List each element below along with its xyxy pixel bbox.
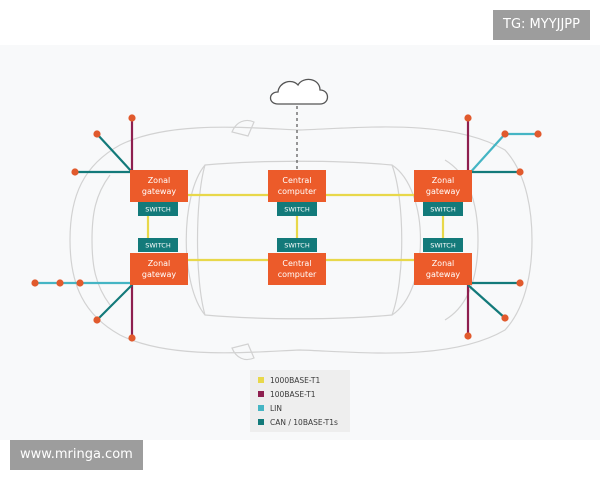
endpoint-dot [501,130,509,138]
wire-lin [467,133,506,176]
switch-top-right: SWITCH [423,202,463,216]
node-central-computer-bottom: Central computer [268,253,326,285]
endpoint-dot [501,314,509,322]
wire-can [467,284,506,319]
switch-label: SWITCH [145,206,171,214]
legend-swatch [258,391,264,397]
endpoint-dot [128,114,136,122]
node-label-line2: computer [278,187,317,196]
endpoint-dot [76,279,84,287]
switch-bottom-left: SWITCH [138,238,178,252]
switch-bottom-center: SWITCH [277,238,317,252]
vehicle-network-diagram: Zonal gateway Central computer Zonal gat… [31,78,542,432]
node-zonal-gateway-front-left: Zonal gateway [130,170,188,202]
node-zonal-gateway-rear-left: Zonal gateway [130,253,188,285]
switch-label: SWITCH [430,242,456,250]
endpoint-dot [93,130,101,138]
legend-label: 100BASE-T1 [270,390,316,399]
legend-swatch [258,405,264,411]
switch-bottom-right: SWITCH [423,238,463,252]
legend-swatch [258,377,264,383]
node-label-line2: computer [278,270,317,279]
endpoint-dot [516,168,524,176]
right-mirror [231,343,255,361]
switch-label: SWITCH [284,242,310,250]
endpoint-dot [464,332,472,340]
node-label-line1: Central [282,259,311,268]
node-zonal-gateway-rear-right: Zonal gateway [414,253,472,285]
wire-can [96,133,133,173]
node-central-computer-top: Central computer [268,170,326,202]
wire-can [96,284,133,321]
endpoint-dot [128,334,136,342]
legend-item-can: CAN / 10BASE-T1s [258,418,338,427]
switch-label: SWITCH [284,206,310,214]
legend-item-100base: 100BASE-T1 [258,390,316,399]
node-label-line2: gateway [142,270,176,279]
legend-label: CAN / 10BASE-T1s [270,418,338,427]
node-label-line2: gateway [142,187,176,196]
cloud-icon [269,78,329,105]
legend-label: LIN [270,404,282,413]
site-watermark: www.mringa.com [10,440,143,470]
car-body-outline [69,126,533,354]
node-label-line1: Zonal [148,176,171,185]
tg-watermark: TG: MYYJJPP [493,10,590,40]
legend-swatch [258,419,264,425]
endpoint-dot [71,168,79,176]
node-label-line1: Zonal [432,176,455,185]
node-label-line1: Zonal [148,259,171,268]
endpoint-dot [534,130,542,138]
switch-top-center: SWITCH [277,202,317,216]
endpoint-dot [516,279,524,287]
endpoint-dot [464,114,472,122]
node-label-line1: Central [282,176,311,185]
legend-item-1000base: 1000BASE-T1 [258,376,320,385]
legend-label: 1000BASE-T1 [270,376,320,385]
switch-label: SWITCH [430,206,456,214]
legend-box [250,370,350,432]
left-endpoints [31,114,136,342]
switch-label: SWITCH [145,242,171,250]
node-label-line2: gateway [426,270,460,279]
legend-item-lin: LIN [258,404,282,413]
node-zonal-gateway-front-right: Zonal gateway [414,170,472,202]
rear-window-line [185,164,206,316]
left-mirror [231,119,255,137]
endpoint-dot [56,279,64,287]
rear-trunk-line [91,174,111,306]
diagram-canvas: Zonal gateway Central computer Zonal gat… [0,45,600,440]
endpoint-dot [31,279,39,287]
front-windshield-line [391,164,422,316]
node-label-line2: gateway [426,187,460,196]
endpoint-dot [93,316,101,324]
switch-top-left: SWITCH [138,202,178,216]
backbone-links [146,193,445,262]
node-label-line1: Zonal [432,259,455,268]
legend: 1000BASE-T1 100BASE-T1 LIN CAN / 10BASE-… [250,370,350,432]
